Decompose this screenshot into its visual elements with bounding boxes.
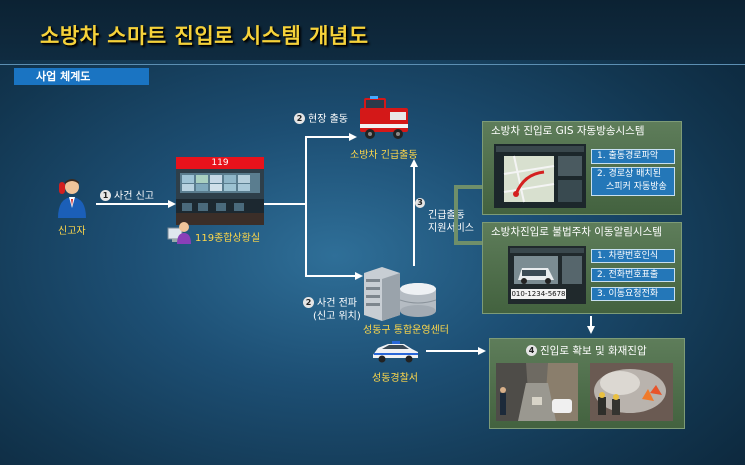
line-down-to-result — [590, 316, 592, 326]
arrow-down-head — [587, 326, 595, 334]
arrow-ops-head — [355, 272, 363, 280]
line-ops-to-firetruck — [413, 166, 415, 266]
reporter-icon — [58, 179, 86, 218]
step2b-number: 2 — [303, 297, 314, 308]
arrow-report-line — [96, 203, 168, 205]
server-icon — [364, 267, 437, 321]
control-room-photo — [176, 169, 264, 225]
arrow-police-line — [426, 350, 478, 352]
center119-label: 119종합상황실 — [195, 233, 261, 244]
police-car-icon — [373, 341, 418, 363]
step2a-text: 현장 출동 — [308, 114, 348, 125]
line-to-ops — [305, 275, 355, 277]
step2a-number: 2 — [294, 113, 305, 124]
step3-text-line2: 지원서비스 — [428, 223, 474, 234]
center119-header: 119 — [176, 157, 264, 169]
police-label: 성동경찰서 — [372, 373, 418, 384]
bracket-spine — [454, 193, 458, 241]
bracket-top — [454, 185, 486, 197]
reporter-label: 신고자 — [58, 226, 86, 237]
gis-panel-title: 소방차 진입로 GIS 자동방송시스템 — [491, 125, 645, 137]
parking-item-3: 3. 이동요청전화 — [591, 287, 675, 301]
gis-item-1: 1. 출동경로파악 — [591, 149, 675, 164]
line-119-out — [264, 203, 306, 205]
page-title: 소방차 스마트 진입로 시스템 개념도 — [40, 24, 369, 48]
arrow-police-head — [478, 347, 486, 355]
gis-map-screen — [494, 144, 586, 208]
step1-text: 사건 신고 — [114, 191, 154, 202]
firefighting-photo — [590, 363, 673, 421]
title-divider — [0, 64, 745, 65]
title-bar — [0, 0, 745, 60]
arrow-firetruck-head — [349, 133, 357, 141]
arrow-report-head — [168, 200, 176, 208]
fire-truck-icon — [360, 96, 408, 139]
alley-photo — [496, 363, 578, 421]
parking-item-2: 2. 전화번호표출 — [591, 268, 675, 282]
bracket-bottom — [454, 241, 482, 245]
step4-number: 4 — [526, 345, 537, 356]
line-branch-vertical — [305, 136, 307, 276]
step3-text-line1: 긴급출동 — [428, 210, 465, 221]
phone-plate: 010-1234-5678 — [511, 289, 566, 299]
step1-number: 1 — [100, 190, 111, 201]
step2b-text-line2: (신고 위치) — [313, 311, 361, 322]
step3-number: 3 — [415, 198, 425, 208]
operator-icon — [167, 222, 191, 244]
step2b-text-line1: 사건 전파 — [317, 298, 357, 309]
line-to-firetruck — [305, 136, 349, 138]
step4-text: 진입로 확보 및 화재진압 — [540, 345, 647, 357]
gis-item-2: 2. 경로상 배치된 스피커 자동방송 — [591, 167, 675, 196]
ops-center-label: 성동구 통합운영센터 — [363, 325, 449, 336]
gis-item-2-line1: 2. 경로상 배치된 — [597, 169, 661, 179]
section-tag: 사업 체계도 — [14, 68, 149, 85]
parking-panel-title: 소방차진입로 불법주차 이동알림시스템 — [491, 226, 662, 238]
gis-item-2-line2: 스피커 자동방송 — [606, 182, 667, 192]
parking-item-1: 1. 차량번호인식 — [591, 249, 675, 263]
arrow-ops-up-head — [410, 159, 418, 167]
fire-truck-label: 소방차 긴급출동 — [350, 150, 418, 161]
